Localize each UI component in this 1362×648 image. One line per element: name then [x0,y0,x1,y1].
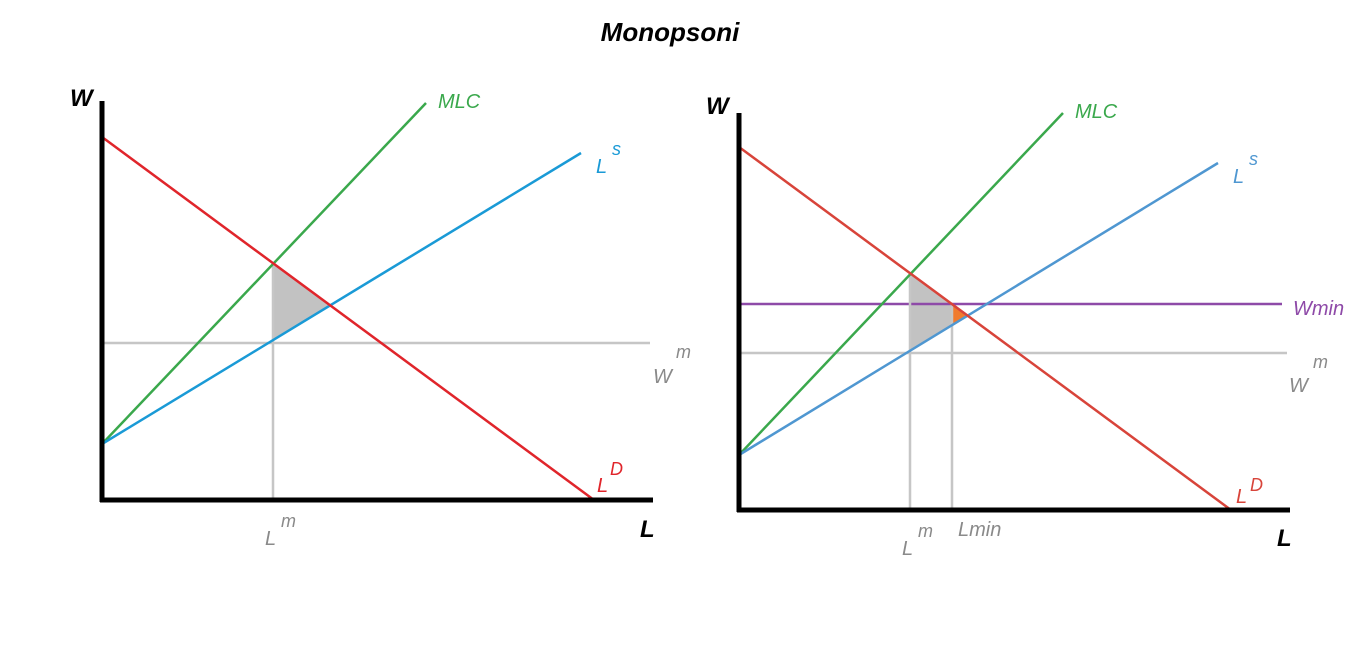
right-y-axis-label: W [706,93,731,120]
left-x-axis-label: L [640,516,655,543]
right-mlc-label: MLC [1075,101,1118,123]
left-ls-label-sup: s [612,139,621,159]
right-wm-label-sup: m [1313,352,1328,372]
right-deadweight-area [910,273,952,351]
left-ls-curve [101,151,582,446]
left-deadweight-area [273,264,329,341]
right-ld-curve [738,145,1232,512]
right-lmin-label: Lmin [958,519,1001,541]
right-wm-label: W [1289,375,1310,397]
right-panel: W L MLC L s L D Wmin W m L m Lmin [706,93,1344,560]
left-ls-label: L [596,156,607,178]
left-wm-label: W [653,366,674,388]
left-wm-label-sup: m [676,342,691,362]
left-ld-label: L [597,475,608,497]
right-ls-label: L [1233,166,1244,188]
right-lm-label-sup: m [918,521,933,541]
right-lm-label: L [902,538,913,560]
right-ls-label-sup: s [1249,149,1258,169]
left-lm-label-sup: m [281,511,296,531]
right-mlc-curve [738,112,1064,456]
left-ld-curve [101,135,595,502]
left-lm-label: L [265,528,276,550]
left-mlc-label: MLC [438,91,481,113]
left-panel: W L MLC L s L D W m L m [70,85,691,550]
left-ld-label-sup: D [610,459,623,479]
diagram-title: Monopsoni [601,17,740,47]
left-mlc-curve [101,102,427,445]
right-ls-curve [738,161,1219,457]
right-ld-label: L [1236,486,1247,508]
right-recovered-area [952,304,966,324]
left-y-axis-label: W [70,85,95,112]
right-x-axis-label: L [1277,525,1292,552]
right-wmin-label: Wmin [1293,298,1344,320]
right-ld-label-sup: D [1250,475,1263,495]
